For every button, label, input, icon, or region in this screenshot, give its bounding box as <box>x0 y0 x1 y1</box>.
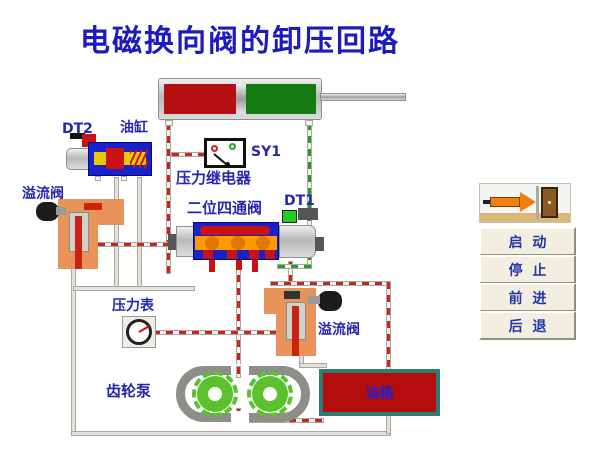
pipe-pressure <box>236 261 241 377</box>
dt1-solenoid-indicator <box>282 210 297 223</box>
dt2-valve-port <box>95 176 101 181</box>
pipe-segment <box>114 177 119 289</box>
relay-lever-tip <box>225 162 230 167</box>
gear-hub <box>263 387 277 401</box>
gauge-dial <box>126 319 152 345</box>
gear-pump-outlet-gap <box>231 411 249 424</box>
relief-valve-left-channel <box>75 216 82 269</box>
backward-button[interactable]: 后 退 <box>479 311 576 340</box>
pipe-pressure <box>171 152 205 157</box>
label-sy1: SY1 <box>251 144 281 160</box>
stop-button[interactable]: 停 止 <box>479 255 576 284</box>
start-button[interactable]: 启 动 <box>479 227 576 256</box>
pipe-pressure <box>166 122 171 274</box>
floor <box>480 213 570 222</box>
pipe-segment <box>71 431 391 436</box>
label-pressure-relay: 压力继电器 <box>176 169 252 187</box>
gear <box>192 371 238 417</box>
gear <box>247 371 293 417</box>
pipe-segment <box>71 266 76 434</box>
pipe-pressure <box>236 366 241 378</box>
label-four-way-valve: 二位四通阀 <box>187 199 263 217</box>
four-way-valve-channel <box>200 226 270 235</box>
arrow-shaft <box>490 197 520 207</box>
four-way-valve-stub <box>236 260 242 270</box>
door-knob <box>548 201 551 204</box>
relief-valve-left-stem <box>56 207 66 215</box>
cylinder-piston <box>236 84 246 114</box>
cylinder-oil-chamber <box>164 84 236 114</box>
arrow-tail <box>483 200 492 204</box>
dt1-solenoid-block <box>298 208 318 220</box>
dt2-valve-port <box>121 176 127 181</box>
pressure-gauge <box>122 316 156 348</box>
arrow-head <box>520 192 536 212</box>
label-cylinder: 油缸 <box>120 120 148 136</box>
label-relief-right: 溢流阀 <box>318 322 360 338</box>
door-frame <box>536 186 539 219</box>
four-way-valve-right-cylinder <box>279 225 316 258</box>
pipe-segment <box>73 286 195 291</box>
relief-valve-right-stem <box>308 296 320 304</box>
four-way-valve-port <box>249 250 259 259</box>
pressure-relay-sy1 <box>204 138 246 168</box>
four-way-valve-stub <box>252 260 258 272</box>
exit-door-icon <box>480 184 570 222</box>
four-way-valve-port <box>265 250 275 259</box>
dt2-solenoid-lever <box>70 133 85 139</box>
four-way-valve-land <box>205 236 219 250</box>
relief-valve-left-knob <box>36 202 59 221</box>
pipe-pressure <box>97 242 169 247</box>
exit-button[interactable] <box>479 183 571 223</box>
dt2-valve-land <box>106 148 124 169</box>
cylinder-port <box>165 120 173 126</box>
label-pressure-gauge: 压力表 <box>112 298 154 314</box>
four-way-valve-land <box>231 236 245 250</box>
gear-teeth <box>247 371 293 417</box>
cylinder-rod-chamber <box>246 84 316 114</box>
pipe-pressure <box>386 281 391 371</box>
four-way-valve-port <box>227 250 237 259</box>
label-gear-pump: 齿轮泵 <box>106 382 152 400</box>
oil-tank-label: 油箱 <box>365 385 394 402</box>
relay-contact-closed <box>229 143 236 150</box>
piston-rod <box>320 93 406 101</box>
label-dt1: DT1 <box>284 193 315 209</box>
dt2-valve-spring <box>130 150 148 168</box>
relay-contact-open <box>211 145 218 152</box>
label-relief-left: 溢流阀 <box>22 186 64 202</box>
relief-valve-right-knob <box>318 291 342 311</box>
oil-tank: 油箱 <box>319 369 440 416</box>
pipe-pressure <box>152 330 278 335</box>
pipe-segment <box>137 177 142 289</box>
four-way-valve-stub <box>209 260 215 272</box>
cylinder-port <box>305 120 313 126</box>
gauge-needle <box>138 325 150 333</box>
pipe-segment <box>299 363 327 368</box>
relief-valve-right-seat <box>284 291 300 299</box>
forward-button[interactable]: 前 进 <box>479 283 576 312</box>
label-dt2: DT2 <box>62 121 93 137</box>
gear-teeth <box>192 371 238 417</box>
page-title: 电磁换向阀的卸压回路 <box>80 24 400 59</box>
four-way-valve-land <box>256 236 270 250</box>
four-way-valve-right-nub <box>315 237 324 251</box>
relief-valve-left-seat <box>84 203 102 210</box>
pipe-return <box>277 264 312 269</box>
relief-valve-right-channel <box>292 306 299 356</box>
pipe-pressure <box>270 281 391 286</box>
four-way-valve-port <box>203 250 213 259</box>
gear-hub <box>208 387 222 401</box>
